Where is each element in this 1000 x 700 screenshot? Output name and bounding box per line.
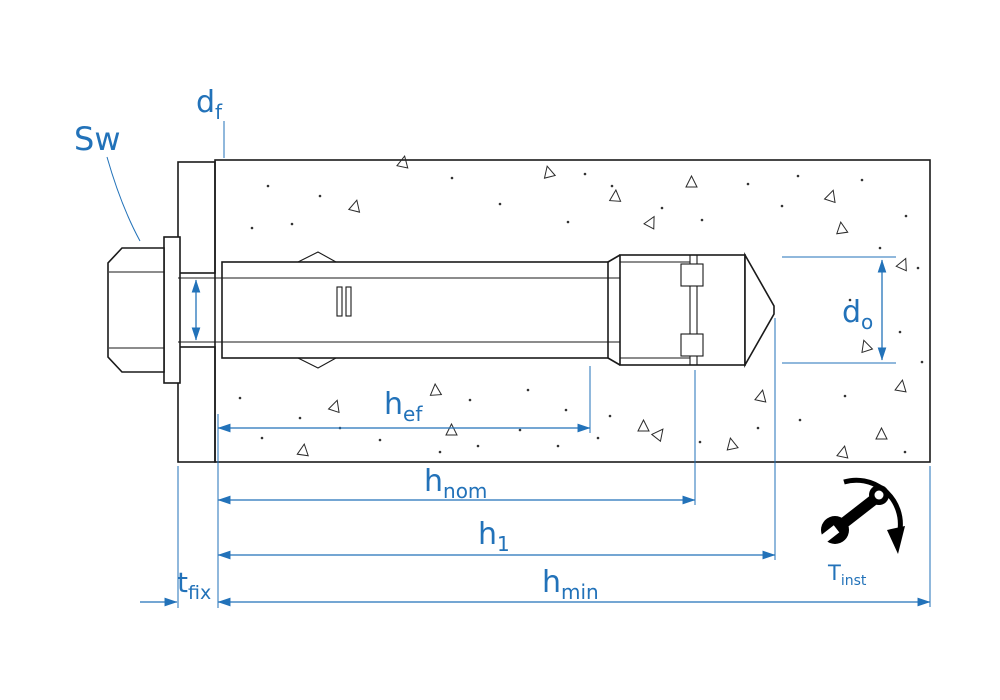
expansion-tab-top xyxy=(297,251,337,263)
sw-leader-line xyxy=(106,156,141,242)
dimension-annotations: Sw df do hef hnom h1 hmin tfix xyxy=(74,85,931,608)
expansion-tab-bottom xyxy=(297,357,337,369)
fixture-plate xyxy=(177,161,216,463)
label-do: do xyxy=(842,295,873,334)
expansion-cone-tip xyxy=(744,251,775,369)
anchor-sleeve xyxy=(178,251,775,369)
torque-wrench-icon xyxy=(813,477,905,554)
label-h1: h1 xyxy=(478,517,510,556)
label-hnom: hnom xyxy=(424,464,487,503)
washer xyxy=(163,236,181,384)
label-hmin: hmin xyxy=(542,565,599,604)
label-tinst: Tinst xyxy=(827,561,867,589)
label-df: df xyxy=(196,85,223,124)
torque-arrowhead xyxy=(887,526,905,554)
label-hef: hef xyxy=(384,387,423,426)
label-sw: Sw xyxy=(74,120,120,158)
torque-arrow xyxy=(843,477,903,531)
label-tfix: tfix xyxy=(177,566,211,604)
hex-bolt-head xyxy=(107,236,181,384)
